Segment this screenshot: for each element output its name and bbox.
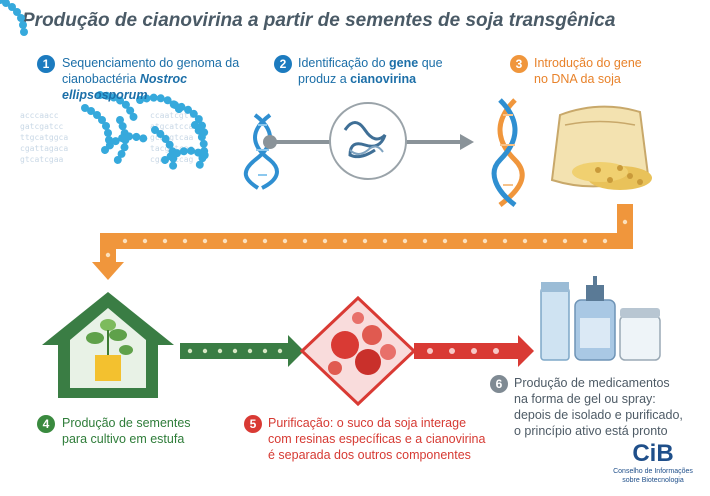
step-5-badge: 5 [244, 415, 262, 433]
step-5-text: Purificação: o suco da soja interage com… [268, 415, 508, 463]
step-4-badge: 4 [37, 415, 55, 433]
red-arrow [414, 335, 534, 367]
step-6-text: Produção de medicamentos na forma de gel… [514, 375, 704, 439]
step-3-line1: Introdução do gene [534, 56, 642, 70]
step-3-line2: no DNA da soja [534, 72, 621, 86]
page-title: Produção de cianovirina a partir de seme… [22, 10, 616, 31]
step-6-line1: Produção de medicamentos [514, 376, 670, 390]
step-4-line1: Produção de sementes [62, 416, 191, 430]
step-5-line2: com resinas específicas e a cianovirina [268, 432, 486, 446]
greenhouse-icon [42, 292, 174, 398]
dna-helix-orange-icon [491, 98, 525, 207]
soybean-sack-icon [550, 105, 652, 190]
step-2-gene: gene [389, 56, 419, 70]
cib-logo: CiB Conselho de Informações sobre Biotec… [608, 441, 698, 485]
step-6-line2: na forma de gel ou spray: [514, 392, 656, 406]
step-2-text: Identificação do gene que produz a ciano… [298, 55, 498, 87]
orange-connector-dots [105, 219, 628, 258]
step-1-line1: Sequenciamento do genoma da [62, 56, 240, 70]
step-4-line2: para cultivo em estufa [62, 432, 185, 446]
step-2-line2-start: produz a [298, 72, 351, 86]
step-2-cianovirina: cianovirina [350, 72, 417, 86]
step-5-line3: é separada dos outros componentes [268, 448, 471, 462]
step-4-text: Produção de sementes para cultivo em est… [62, 415, 262, 447]
step-2-line1-end: que [418, 56, 443, 70]
dna-helix-icon [243, 113, 279, 190]
step-2-badge: 2 [274, 55, 292, 73]
cib-logo-line2: sobre Biotecnologia [622, 477, 684, 484]
step-6-badge: 6 [490, 375, 508, 393]
step-5-line1: Purificação: o suco da soja interage [268, 416, 467, 430]
protein-icon [329, 102, 407, 180]
purification-diamond-icon [299, 295, 417, 407]
cib-logo-line1: Conselho de Informações [613, 468, 693, 475]
step-1-badge: 1 [37, 55, 55, 73]
step-3-text: Introdução do gene no DNA da soja [534, 55, 694, 87]
step-6-line4: o princípio ativo está pronto [514, 424, 668, 438]
step-2-line1-start: Identificação do [298, 56, 390, 70]
step-1-species: Nostroc ellipsosporum [62, 72, 188, 102]
cib-logo-mark: CiB [632, 440, 674, 467]
medicine-products-icon [540, 276, 661, 361]
step-6-line3: depois de isolado e purificado, [514, 408, 683, 422]
step-1-text: Sequenciamento do genoma da cianobactéri… [62, 55, 272, 103]
cyanobacteria-icon [0, 0, 222, 182]
orange-connector-arrow [92, 204, 633, 280]
step-1-line2: cianobactéria [62, 72, 140, 86]
step-3-badge: 3 [510, 55, 528, 73]
green-arrow [180, 335, 304, 367]
